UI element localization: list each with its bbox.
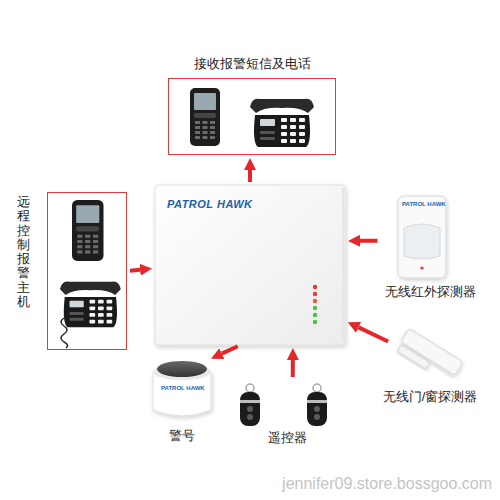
remote-control-box: 远程控制报警主机: [47, 192, 127, 350]
device-label: 无线门/窗探测器: [379, 388, 482, 405]
brand-logo: PATROL HAWK: [402, 201, 446, 208]
siren: 警号: [145, 360, 220, 444]
remote-fob: 遥控器: [230, 380, 345, 446]
signal-arrow: [359, 327, 389, 341]
alarm-host: PATROL HAWK: [155, 185, 345, 345]
heading-label: 接收报警短信及电话: [169, 55, 335, 72]
signal-arrow: [130, 270, 140, 271]
brand-logo: PATROL HAWK: [161, 385, 205, 392]
receiver-box: 接收报警短信及电话: [168, 78, 336, 155]
pir-detector: 无线红外探测器: [381, 192, 480, 300]
watermark: jennifer09.store.bossgoo.com: [282, 474, 492, 493]
device-label: 遥控器: [230, 429, 345, 446]
signal-arrow: [360, 239, 378, 243]
door-sensor: 无线门/窗探测器: [379, 322, 482, 405]
device-label: 无线红外探测器: [381, 283, 480, 300]
brand-logo: PATROL HAWK: [167, 198, 253, 210]
signal-arrow: [248, 170, 252, 182]
signal-arrow: [222, 346, 238, 353]
vertical-label: 远程控制报警主机: [17, 195, 30, 309]
signal-arrow: [291, 360, 295, 377]
device-label: 警号: [145, 427, 220, 444]
